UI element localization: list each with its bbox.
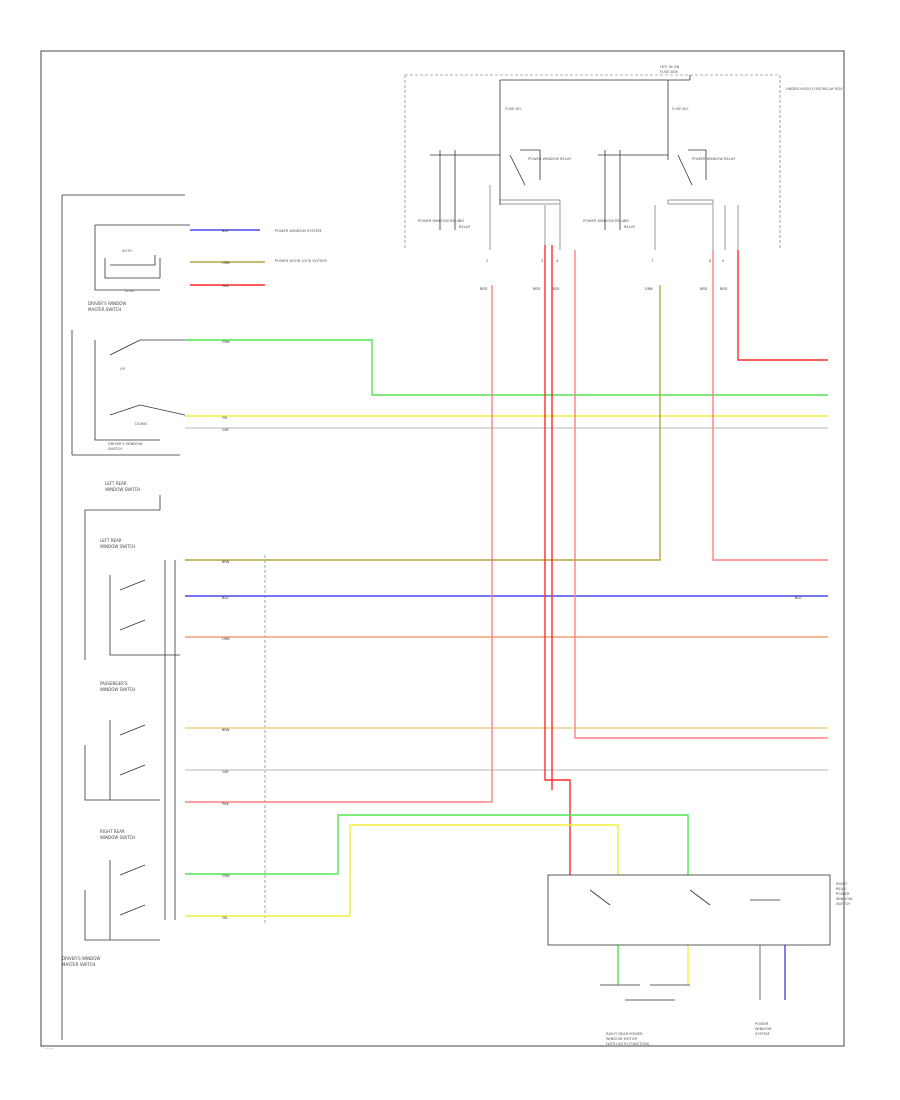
wire-code-w7: BRN <box>222 560 230 564</box>
master-auto-label: AUTO <box>122 249 132 253</box>
wire-code-label: RED <box>480 287 487 291</box>
pin-label: 2 <box>486 259 488 263</box>
motor-subtitle-2: (WITH AUTO FUNCTION) <box>606 1042 650 1046</box>
right-rear-title: RIGHT REAR <box>100 829 125 834</box>
wire-code-w4: GRN <box>222 340 230 344</box>
relay-b-label: POWER WINDOW RELAY <box>692 157 736 161</box>
passenger-title: PASSENGER'S <box>100 681 128 686</box>
master-note-1: POWER WINDOW SYSTEM <box>275 229 321 233</box>
right-block-sub4: SWITCH <box>836 902 850 906</box>
wire-code-w5: YEL <box>222 416 228 420</box>
fuse-box-title: HOT IN ON <box>660 65 680 69</box>
motor-title: RIGHT REAR POWER <box>606 1032 643 1036</box>
relay-a-coil: POWER WINDOW RELAY <box>418 219 462 223</box>
driver-up-label: UP <box>120 367 126 371</box>
left-rear-title: LEFT REAR <box>100 538 122 543</box>
relay-b-bar <box>667 199 714 205</box>
wire-code-w2: ORN <box>222 261 230 265</box>
wire-code-w15: BLU <box>795 596 802 600</box>
pin-label: 7 <box>651 259 653 263</box>
motor-block: RIGHT REAR POWER WINDOW MOTOR (WITH AUTO… <box>547 874 853 1046</box>
fuse-relay-box: HOT IN ON FUSE BOX UNDER-HOOD FUSE/RELAY… <box>404 65 843 250</box>
master-note-2: POWER DOOR LOCK SYSTEM <box>275 259 327 263</box>
driver-switch-title: DRIVER'S WINDOW <box>108 442 143 446</box>
right-block-sub: REAR <box>836 887 846 891</box>
right-block-sub3: WINDOW <box>836 897 853 901</box>
relay-a-bar <box>499 199 561 205</box>
wire-code-label: RED <box>700 287 707 291</box>
bottom-right-title: POWER <box>755 1022 769 1026</box>
wire-code-w12: PNK <box>222 802 230 806</box>
left-components: AUTO LOCK DRIVER'S WINDOW MASTER SWITCH … <box>61 194 327 1040</box>
right-block-title: RIGHT <box>836 882 848 886</box>
pin-label: 3 <box>541 259 543 263</box>
driver-down-label: DOWN <box>135 422 147 426</box>
master-switch-title: DRIVER'S WINDOW <box>88 301 126 306</box>
driver-switch-subtitle: SWITCH <box>108 447 122 451</box>
bottom-left-subtitle: MASTER SWITCH <box>62 962 95 967</box>
relay-b-coil: POWER WINDOW RELAY <box>583 219 627 223</box>
master-switch-subtitle: MASTER SWITCH <box>88 307 121 312</box>
lr-top-title: LEFT REAR <box>105 481 127 486</box>
wire-code-w3: PNK <box>222 284 230 288</box>
wire-code-w6: GRY <box>222 428 230 432</box>
wire-code-w13: GRN <box>222 874 230 878</box>
diagram-frame <box>40 50 845 1047</box>
pin-label: 8 <box>709 259 712 263</box>
wire-code-w8: BLU <box>222 596 229 600</box>
wires <box>185 229 828 1000</box>
motor-block-frame <box>547 874 831 946</box>
relay-a-code-a: CO <box>459 219 465 223</box>
relay-a-code-b: RELAY <box>459 225 471 229</box>
bottom-left-title: DRIVER'S WINDOW <box>62 956 100 961</box>
top-pin-labels: 2 3 4 7 8 9 RED RED RED GRN RED RED <box>480 259 727 291</box>
wire-code-w1: BLU <box>222 229 229 233</box>
pin-label: 4 <box>556 259 559 263</box>
corner-label: ······· <box>45 1047 53 1051</box>
pin-label: 9 <box>722 259 725 263</box>
left-rear-subtitle: WINDOW SWITCH <box>100 544 135 549</box>
relay-b-code-a: CO <box>624 219 630 223</box>
fuse-box-subtitle: FUSE BOX <box>660 70 678 74</box>
relay-b-code-b: RELAY <box>624 225 636 229</box>
wire-codes: BLU ORN PNK GRN YEL GRY BRN BLU ORN BRN … <box>222 229 802 920</box>
passenger-subtitle: WINDOW SWITCH <box>100 687 135 692</box>
master-lock-label: LOCK <box>125 289 135 293</box>
relay-b-fuse: FUSE NO. <box>672 107 689 111</box>
wire-code-w14: YEL <box>222 916 228 920</box>
relay-a-fuse: FUSE NO. <box>505 107 522 111</box>
right-rear-subtitle: WINDOW SWITCH <box>100 835 135 840</box>
right-block-sub2: POWER <box>836 892 850 896</box>
wire-code-label: RED <box>720 287 727 291</box>
relay-a-label: POWER WINDOW RELAY <box>528 157 572 161</box>
fuse-box-side-label: UNDER-HOOD FUSE/RELAY BOX <box>786 87 843 91</box>
bottom-right-sub2: SYSTEM <box>755 1032 769 1036</box>
bottom-right-sub: WINDOW <box>755 1027 772 1031</box>
motor-subtitle: WINDOW MOTOR <box>606 1037 638 1041</box>
wire-code-label: GRN <box>645 287 653 291</box>
wire-code-w11: GRY <box>222 770 230 774</box>
wire-code-label: RED <box>533 287 540 291</box>
wire-code-w10: BRN <box>222 728 230 732</box>
wire-code-w9: ORN <box>222 637 230 641</box>
lr-top-subtitle: WINDOW SWITCH <box>105 487 140 492</box>
wire-code-label: RED <box>552 287 559 291</box>
